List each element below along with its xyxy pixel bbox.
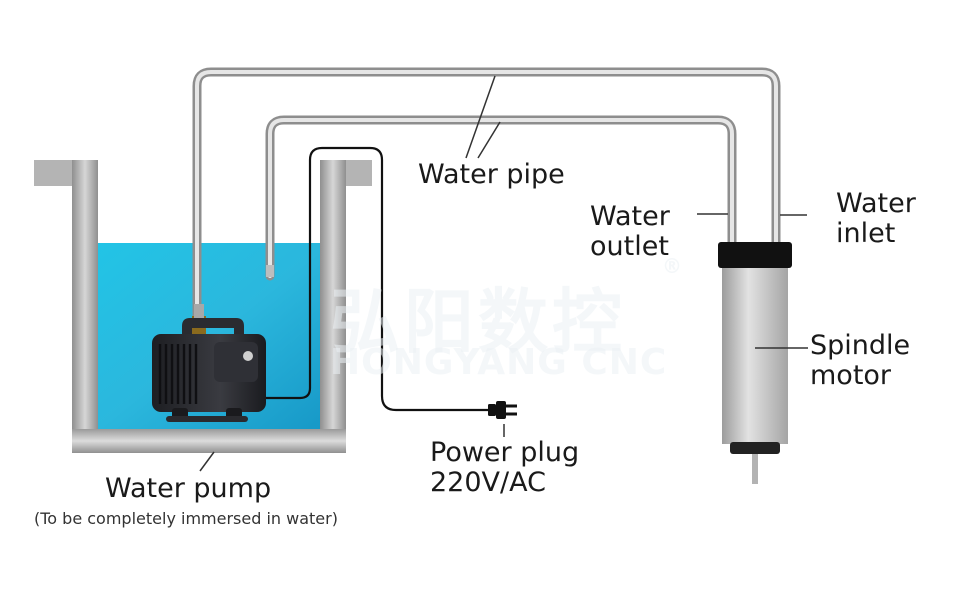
power-plug-icon [488,401,517,419]
label-water-outlet-line1: Water [590,201,670,232]
spindle-motor-icon [718,242,792,484]
label-spindle-motor-line1: Spindle [810,330,911,361]
label-water-outlet-line2: outlet [590,231,669,262]
tank-wall-left [72,160,98,453]
watermark-english: HONGYANG CNC [330,342,668,383]
leader-pipe-inner [477,121,501,159]
label-power-plug-line2: 220V/AC [430,467,546,498]
water-tank [34,160,372,453]
leader-pump [199,451,215,472]
label-water-inlet-line1: Water [836,188,916,219]
watermark-registered-mark: ® [662,254,682,278]
label-power-plug-line1: Power plug [430,437,580,468]
inner-pipe-highlight [268,118,734,278]
leader-lines [199,75,808,472]
watermark-chinese: 弘阳数控 [330,281,626,363]
label-water-pipe: Water pipe [418,159,565,190]
leader-pipe-outer [465,75,496,159]
water-pump-icon [152,304,266,422]
outer-pipe-highlight [195,70,778,320]
label-water-pump-note: (To be completely immersed in water) [34,509,338,528]
label-water-inlet-line2: inlet [836,218,896,249]
tank-wall-right [320,160,346,453]
label-water-pump: Water pump [105,473,272,504]
pipe-end [266,265,274,277]
power-cable [262,146,488,412]
label-spindle-motor-line2: motor [810,360,892,391]
tank-floor [72,429,346,453]
water-pipes [192,67,781,323]
